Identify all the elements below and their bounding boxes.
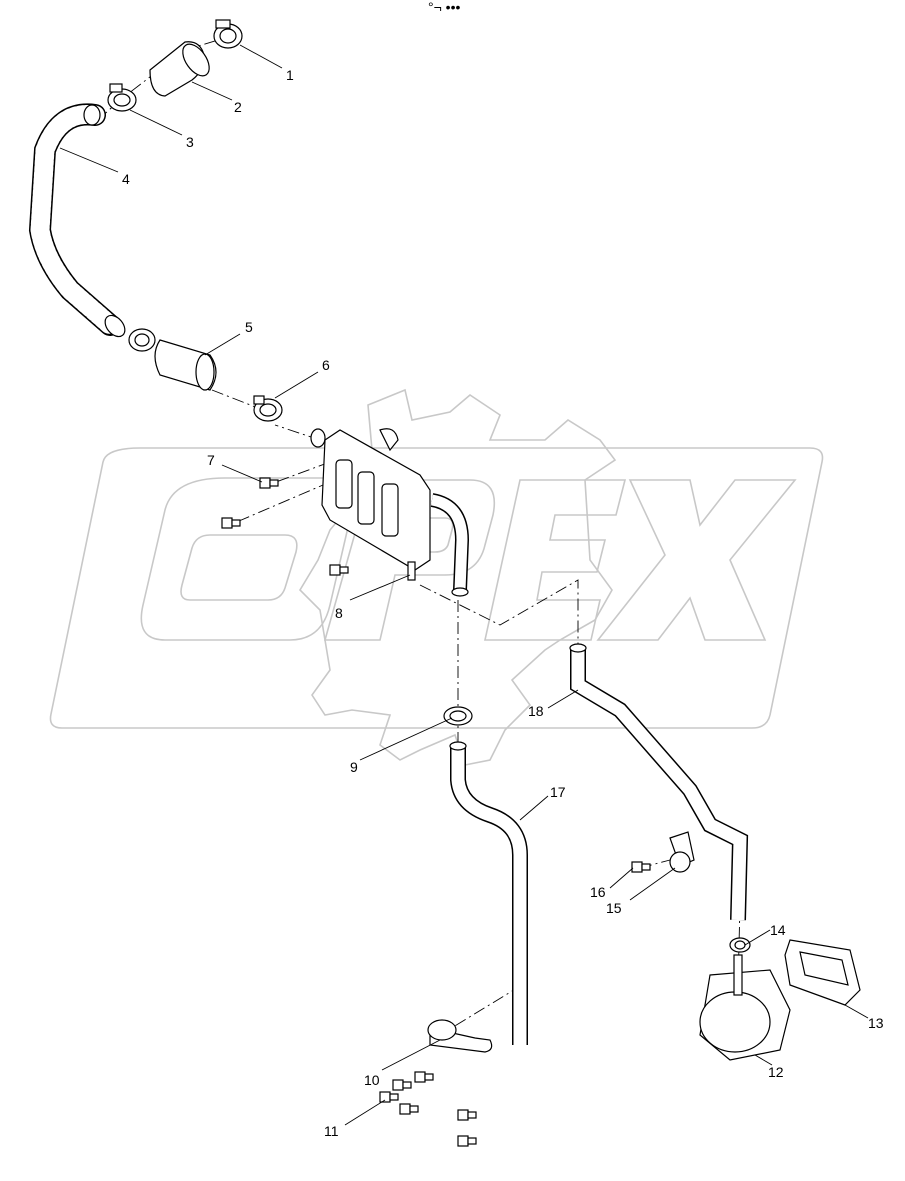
- callout-5[interactable]: 5: [245, 319, 253, 335]
- leader-16: [609, 867, 634, 889]
- callout-13[interactable]: 13: [868, 1015, 884, 1031]
- callout-6[interactable]: 6: [322, 357, 330, 373]
- watermark-banner: [49, 447, 824, 729]
- callout-7[interactable]: 7: [207, 452, 215, 468]
- leader-6: [274, 371, 319, 399]
- callout-15[interactable]: 15: [606, 900, 622, 916]
- leader-10: [381, 1039, 441, 1071]
- leader-7: [221, 464, 263, 483]
- part-pipe-18: [569, 643, 749, 921]
- leader-11: [344, 1099, 386, 1126]
- part-hose-clamp-9: [443, 706, 473, 726]
- watermark-letter-p: [323, 479, 495, 641]
- callout-4[interactable]: 4: [122, 171, 130, 187]
- part-corrugated-hose-4: [28, 103, 126, 338]
- part-bolt-muffler-lower: [221, 517, 241, 529]
- axis-line-hose-5: [211, 389, 259, 409]
- leader-3: [129, 109, 183, 136]
- leader-5: [204, 333, 241, 356]
- leader-lines: [59, 44, 869, 1126]
- part-hose-clamp-14: [729, 937, 751, 953]
- part-bolt-7: [259, 477, 279, 489]
- callout-18[interactable]: 18: [528, 703, 544, 719]
- part-hose-clamp-3: [107, 83, 137, 112]
- callout-labels: 1 2 3 4 5 6 7 8 9 10 11 12 13 14 15 16 1…: [122, 67, 884, 1139]
- axis-line-pipe-18: [419, 579, 579, 645]
- header-mark: °¬ •••: [428, 0, 460, 15]
- leader-12: [754, 1054, 773, 1066]
- leader-8: [349, 574, 411, 601]
- callout-8[interactable]: 8: [335, 605, 343, 621]
- callout-3[interactable]: 3: [186, 134, 194, 150]
- watermark-gear: [298, 388, 617, 766]
- callout-17[interactable]: 17: [550, 784, 566, 800]
- leader-14: [744, 929, 771, 946]
- part-pipe-clamp-15: [669, 831, 695, 873]
- callout-14[interactable]: 14: [770, 922, 786, 938]
- callout-12[interactable]: 12: [768, 1064, 784, 1080]
- callout-10[interactable]: 10: [364, 1072, 380, 1088]
- part-pipe-17: [449, 741, 528, 1045]
- leader-2: [191, 81, 233, 101]
- part-muffler-8: [310, 428, 470, 597]
- leader-17: [519, 795, 549, 821]
- watermark-letter-e: [484, 479, 627, 641]
- part-clamp-bracket-10: [427, 1019, 493, 1053]
- callout-16[interactable]: 16: [590, 884, 606, 900]
- part-hose-connector-2: [149, 41, 210, 97]
- part-gasket-13: [784, 939, 861, 1006]
- part-housing-12: [699, 954, 791, 1061]
- watermark: [49, 388, 824, 766]
- callout-9[interactable]: 9: [350, 759, 358, 775]
- part-hose-5: [154, 339, 217, 391]
- leader-9: [359, 717, 453, 761]
- part-hose-clamp-6: [253, 395, 283, 422]
- part-bolt-16: [631, 861, 651, 873]
- watermark-letter-x: [596, 479, 797, 641]
- callout-11[interactable]: 11: [324, 1123, 339, 1139]
- leader-15: [629, 867, 676, 901]
- part-hose-clamp-1: [213, 19, 243, 49]
- callout-2[interactable]: 2: [234, 99, 242, 115]
- leader-18: [547, 689, 579, 709]
- axis-line-clamp-10: [439, 984, 523, 1036]
- leader-1: [239, 44, 283, 69]
- leader-4: [59, 147, 119, 173]
- leader-13: [844, 1004, 869, 1019]
- part-hose-clamp-5a: [128, 328, 156, 352]
- axis-line-bolt-lower: [231, 481, 331, 525]
- part-bolts-11: [379, 1071, 477, 1147]
- callout-1[interactable]: 1: [286, 67, 294, 83]
- part-bolt-muffler-side: [329, 564, 349, 576]
